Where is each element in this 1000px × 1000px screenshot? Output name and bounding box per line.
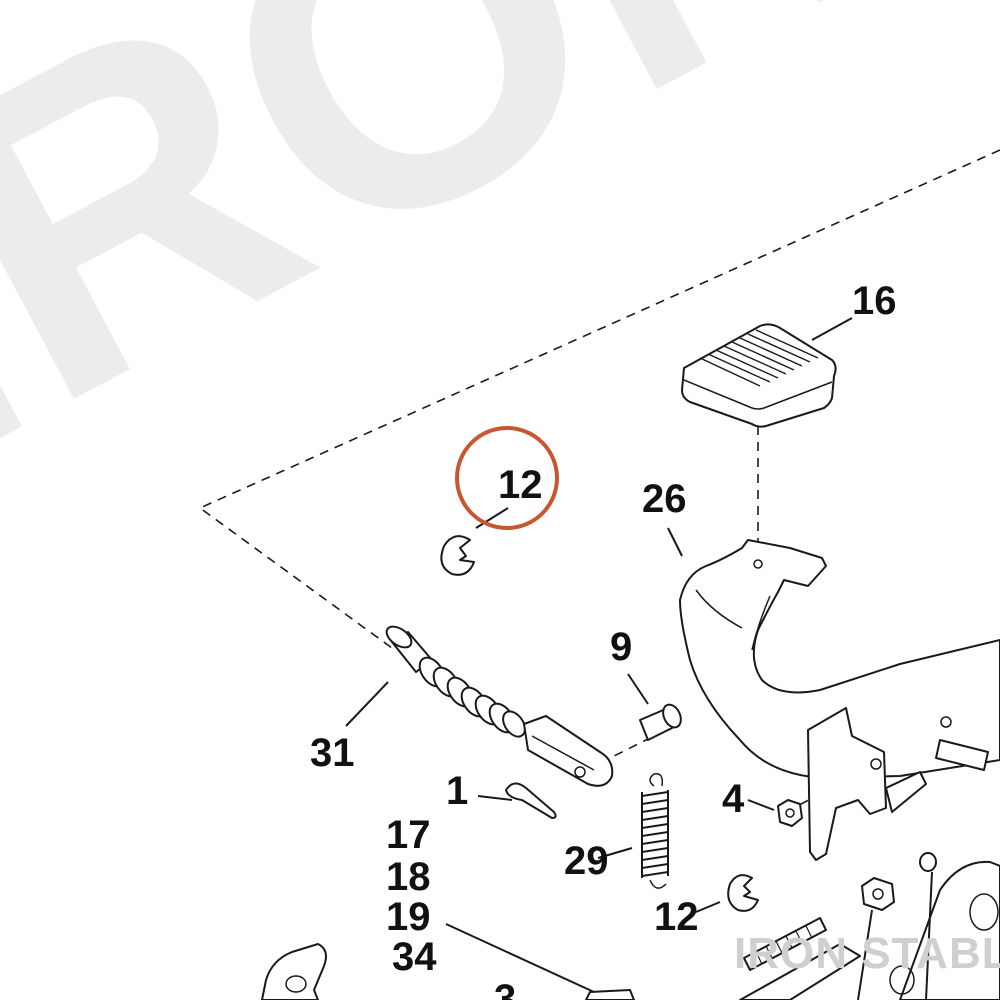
callout-34[interactable]: 34 bbox=[392, 935, 437, 979]
callout-18[interactable]: 18 bbox=[386, 855, 431, 899]
part-clevis-pin bbox=[639, 703, 682, 741]
part-bushing bbox=[919, 852, 937, 872]
part-frame-lower bbox=[739, 860, 1000, 1000]
callout-31[interactable]: 31 bbox=[310, 731, 355, 775]
callout-9[interactable]: 9 bbox=[610, 625, 632, 669]
part-nut bbox=[777, 799, 803, 827]
callout-16[interactable]: 16 bbox=[852, 279, 897, 323]
part-cotter-pin bbox=[505, 782, 557, 819]
assembly-boundary bbox=[198, 149, 1000, 649]
part-threaded-bolt bbox=[743, 917, 827, 971]
callout-12-top[interactable]: 12 bbox=[498, 463, 543, 507]
highlight-circle bbox=[455, 426, 559, 530]
part-mounting-bracket bbox=[807, 707, 989, 861]
callout-12-bottom[interactable]: 12 bbox=[654, 895, 699, 939]
callout-26[interactable]: 26 bbox=[642, 477, 687, 521]
leader-lines bbox=[345, 317, 933, 1000]
part-e-ring-top bbox=[440, 535, 475, 576]
part-pedal-arm bbox=[679, 539, 1000, 779]
brand-watermark: IRON STABLE bbox=[734, 929, 1000, 978]
callout-29[interactable]: 29 bbox=[564, 839, 609, 883]
part-lower-bracket bbox=[261, 943, 327, 1000]
callout-19[interactable]: 19 bbox=[386, 895, 431, 939]
part-plate-bottom bbox=[585, 989, 635, 1000]
part-nut-lower bbox=[861, 877, 895, 911]
part-pushrod bbox=[385, 625, 614, 787]
callout-3[interactable]: 3 bbox=[494, 977, 516, 1000]
part-e-ring-bottom bbox=[727, 874, 759, 912]
callout-4[interactable]: 4 bbox=[722, 777, 745, 821]
callout-1[interactable]: 1 bbox=[446, 769, 468, 813]
callout-17[interactable]: 17 bbox=[386, 813, 431, 857]
alignment-line-pin bbox=[585, 737, 651, 771]
part-return-spring bbox=[641, 773, 669, 889]
callout-labels: 16 12 26 9 31 1 4 29 17 18 19 34 12 3 bbox=[310, 279, 897, 1000]
part-pedal-pad bbox=[681, 323, 837, 428]
